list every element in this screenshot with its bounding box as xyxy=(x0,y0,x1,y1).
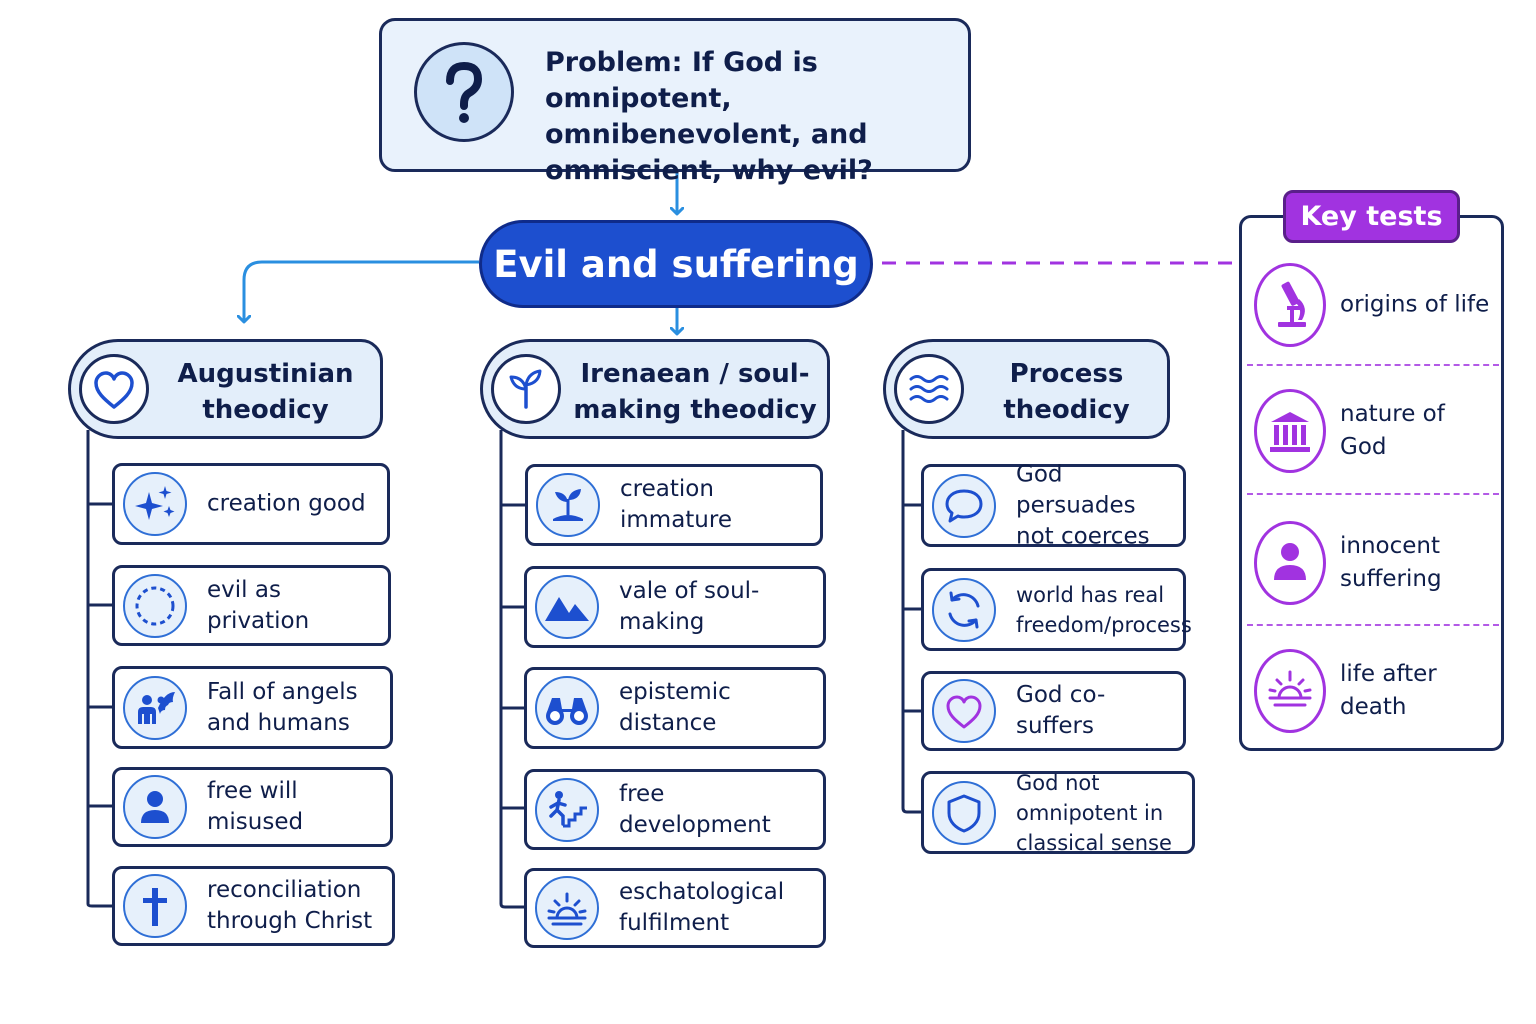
header-process-theodicy: Process theodicy xyxy=(883,339,1170,439)
key-test-label: origins of life xyxy=(1340,291,1490,318)
key-test-label: nature of God xyxy=(1340,401,1445,460)
dashed-circle-icon xyxy=(123,573,187,638)
hub-evil-and-suffering: Evil and suffering xyxy=(479,220,873,308)
key-test-label: life after death xyxy=(1340,661,1437,720)
item-label: eschatological fulfilment xyxy=(619,879,785,936)
temple-icon xyxy=(1254,389,1326,473)
divider xyxy=(1247,624,1499,626)
sprout-icon xyxy=(491,354,561,424)
key-test-nature-of-god: nature of God xyxy=(1247,376,1499,486)
heart-outline-icon xyxy=(932,679,996,743)
header-title: Irenaean / soul-making theodicy xyxy=(573,359,817,425)
list-item-god-persuades-not-coerces: God persuades not coerces xyxy=(921,461,1186,549)
divider xyxy=(1247,493,1499,495)
question-icon xyxy=(414,42,514,142)
item-label: free will misused xyxy=(207,778,304,835)
header-title: Augustinian theodicy xyxy=(177,359,354,425)
list-item-reconciliation-through-christ: reconciliation through Christ xyxy=(112,866,395,946)
mountains-icon xyxy=(535,575,599,639)
item-label: God persuades not coerces xyxy=(1016,461,1150,549)
list-item-god-not-omnipotent: God not omnipotent in classical sense xyxy=(921,771,1195,855)
climbing-stairs-icon xyxy=(535,777,599,842)
item-label: world has real freedom/process xyxy=(1016,582,1192,637)
list-item-creation-immature: creation immature xyxy=(525,464,823,546)
item-label: reconciliation through Christ xyxy=(207,877,373,934)
item-label: creation good xyxy=(207,490,366,517)
waves-icon xyxy=(894,354,964,424)
key-test-innocent-suffering: innocent suffering xyxy=(1247,508,1499,618)
header-title: Process theodicy xyxy=(1003,359,1130,425)
key-tests-title: Key tests xyxy=(1283,190,1460,243)
list-item-world-has-real-freedom-process: world has real freedom/process xyxy=(921,568,1192,651)
list-item-fall-of-angels-and-humans: Fall of angels and humans xyxy=(112,666,393,749)
sunrise-icon xyxy=(1254,649,1326,733)
person-icon xyxy=(1254,521,1326,605)
tree-lines-process xyxy=(901,430,921,814)
angel-and-human-icon xyxy=(123,675,187,740)
binoculars-icon xyxy=(535,676,599,740)
sunrise-icon xyxy=(535,876,599,940)
list-item-free-will-misused: free will misused xyxy=(112,767,393,847)
shield-icon xyxy=(932,780,996,845)
sparkles-icon xyxy=(123,472,187,536)
list-item-god-co-suffers: God co-suffers xyxy=(921,671,1186,751)
item-label: vale of soul-making xyxy=(619,578,760,635)
heart-icon xyxy=(79,354,149,424)
item-label: God not omnipotent in classical sense xyxy=(1016,770,1172,855)
cycle-arrows-icon xyxy=(932,577,996,642)
item-label: Fall of angels and humans xyxy=(207,678,358,736)
item-label: God co-suffers xyxy=(1016,682,1106,739)
list-item-epistemic-distance: epistemic distance xyxy=(524,667,826,749)
list-item-eschatological-fulfilment: eschatological fulfilment xyxy=(524,868,826,948)
header-augustinian-theodicy: Augustinian theodicy xyxy=(68,339,383,439)
item-label: free development xyxy=(619,780,771,838)
list-item-vale-of-soul-making: vale of soul-making xyxy=(524,566,826,648)
microscope-icon xyxy=(1254,263,1326,347)
cross-icon xyxy=(123,874,187,938)
person-icon xyxy=(123,775,187,839)
list-item-free-development: free development xyxy=(524,769,826,850)
problem-statement: Problem: If God is omnipotent, omnibenev… xyxy=(545,47,873,186)
key-test-life-after-death: life after death xyxy=(1247,636,1499,746)
key-test-origins-of-life: origins of life xyxy=(1247,250,1499,360)
tree-lines-irenaean xyxy=(499,430,525,909)
header-irenaean-theodicy: Irenaean / soul-making theodicy xyxy=(480,339,830,439)
list-item-evil-as-privation: evil as privation xyxy=(112,565,391,646)
item-label: evil as privation xyxy=(207,576,310,634)
divider xyxy=(1247,364,1499,366)
speech-bubble-icon xyxy=(932,473,996,538)
arrow-hub-to-augustinian xyxy=(244,260,479,322)
seedling-icon xyxy=(536,473,600,537)
problem-box: Problem: If God is omnipotent, omnibenev… xyxy=(379,18,971,186)
item-label: epistemic distance xyxy=(619,679,731,736)
item-label: creation immature xyxy=(620,476,732,533)
list-item-creation-good: creation good xyxy=(112,463,390,545)
key-test-label: innocent suffering xyxy=(1340,533,1442,592)
tree-lines-augustinian xyxy=(86,430,112,908)
